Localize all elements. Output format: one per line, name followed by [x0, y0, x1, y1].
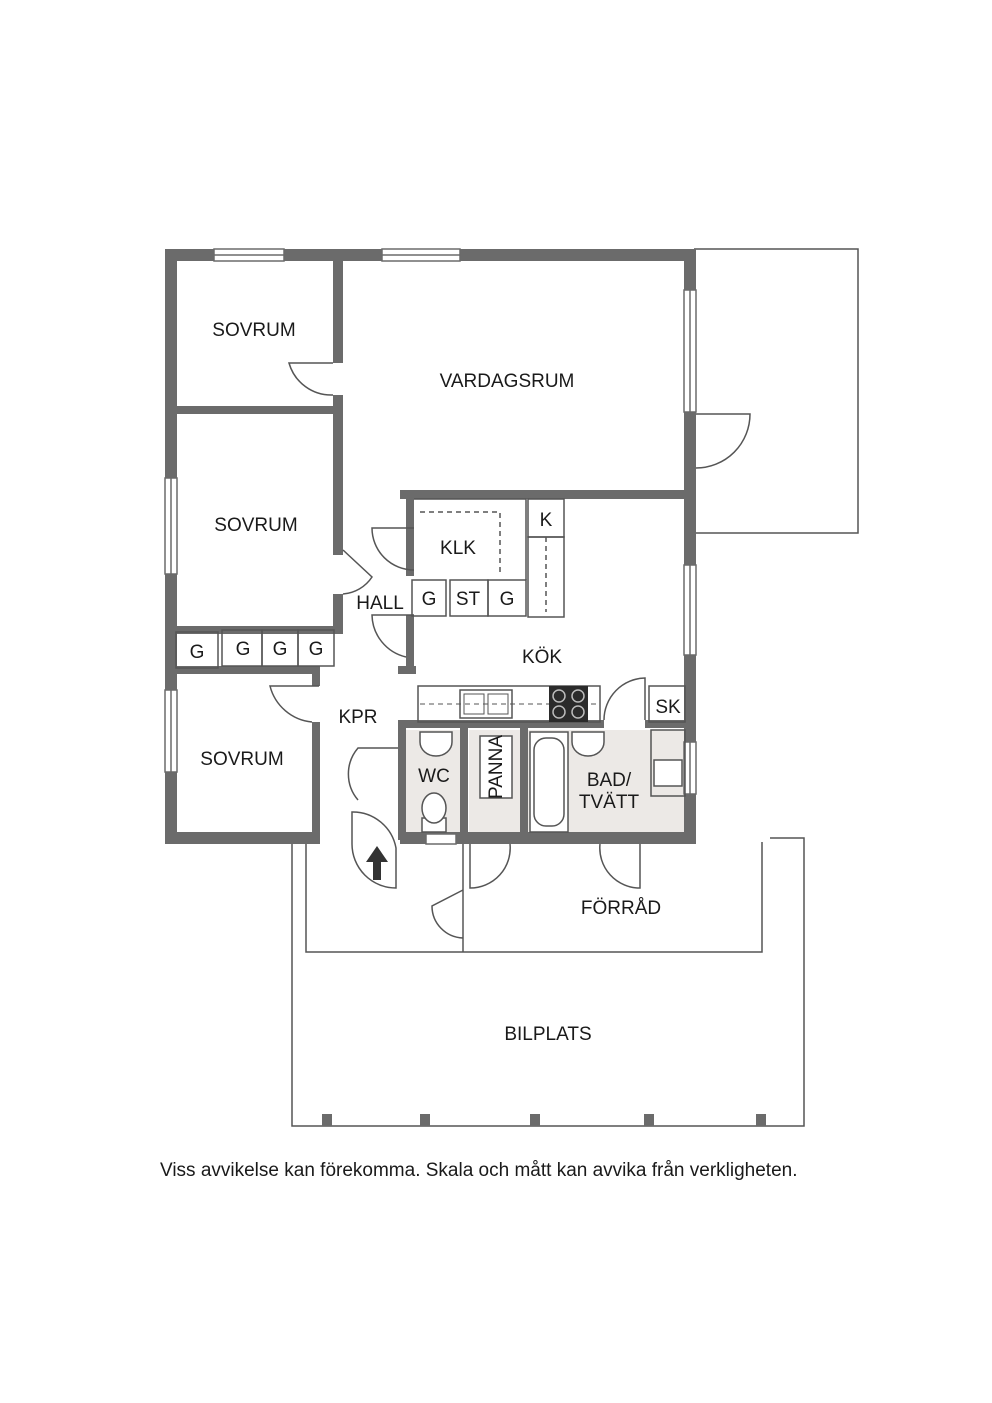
bathroom-fixtures: [419, 731, 683, 833]
room-label-bad: BAD/: [587, 770, 632, 791]
door-swings: [269, 362, 751, 939]
room-label-vardagsrum: VARDAGSRUM: [440, 371, 575, 392]
disclaimer-text: Viss avvikelse kan förekomma. Skala och …: [160, 1160, 798, 1181]
carport-outline: [291, 837, 805, 1127]
closets: [175, 498, 686, 797]
room-label-panna: PANNA: [486, 735, 507, 799]
closet-label-g: G: [422, 589, 437, 610]
kitchen-counter: [417, 685, 601, 723]
room-label-bilplats: BILPLATS: [504, 1024, 591, 1045]
windows: [164, 248, 697, 845]
terrace-outline: [694, 248, 859, 534]
room-label-sovrum-1: SOVRUM: [212, 320, 295, 341]
room-label-kok: KÖK: [522, 647, 562, 668]
room-label-kpr: KPR: [338, 707, 377, 728]
carport-post: [644, 1114, 654, 1126]
closet-label-g: G: [190, 642, 205, 663]
room-label-klk: KLK: [440, 538, 476, 559]
closet-label-g: G: [236, 639, 251, 660]
room-label-k: K: [540, 510, 553, 531]
carport-post: [756, 1114, 766, 1126]
carport-post: [322, 1114, 332, 1126]
closet-label-st: ST: [456, 589, 481, 610]
room-label-sovrum-2: SOVRUM: [214, 515, 297, 536]
closet-label-g: G: [273, 639, 288, 660]
carport-post: [420, 1114, 430, 1126]
room-label-tvatt: TVÄTT: [579, 792, 640, 813]
room-label-sovrum-3: SOVRUM: [200, 749, 283, 770]
room-label-wc: WC: [418, 766, 450, 787]
storage-outline: [305, 842, 763, 953]
room-label-forrad: FÖRRÅD: [581, 898, 661, 919]
entrance-arrow-icon: [366, 846, 388, 880]
closet-label-g: G: [500, 589, 515, 610]
closet-label-g: G: [309, 639, 324, 660]
carport-post: [530, 1114, 540, 1126]
room-label-hall: HALL: [356, 593, 404, 614]
room-label-sk: SK: [655, 697, 681, 718]
